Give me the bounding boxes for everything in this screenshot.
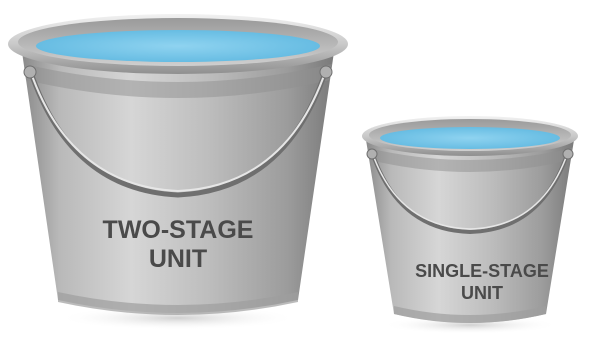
large-bucket-right-ear bbox=[319, 65, 333, 79]
small-bucket-upper-band bbox=[368, 148, 572, 172]
large-bucket-label-line-2: UNIT bbox=[149, 245, 207, 273]
large-bucket-water bbox=[36, 30, 320, 62]
large-bucket-label-line-1: TWO-STAGE bbox=[103, 216, 254, 244]
small-bucket-handle bbox=[370, 151, 570, 235]
large-bucket-bottom-band bbox=[58, 292, 298, 315]
small-bucket-left-ear bbox=[366, 148, 378, 160]
small-bucket: SINGLE-STAGE UNIT bbox=[362, 116, 578, 334]
small-bucket-label-line-2: UNIT bbox=[461, 283, 503, 303]
large-bucket-upper-band bbox=[24, 64, 332, 98]
large-bucket-handle bbox=[27, 69, 329, 198]
large-bucket-handle-highlight bbox=[29, 69, 327, 193]
small-bucket-label-line-1: SINGLE-STAGE bbox=[415, 261, 549, 281]
large-bucket-body bbox=[22, 52, 334, 313]
small-bucket-handle-highlight bbox=[371, 151, 569, 230]
large-bucket-shadow bbox=[58, 306, 298, 330]
small-bucket-shadow bbox=[382, 316, 558, 334]
large-bucket-left-ear bbox=[23, 65, 37, 79]
large-bucket: TWO-STAGE UNIT bbox=[8, 14, 348, 330]
small-bucket-water bbox=[380, 127, 560, 149]
small-bucket-bottom-band bbox=[394, 306, 546, 323]
small-bucket-right-ear bbox=[562, 148, 574, 160]
